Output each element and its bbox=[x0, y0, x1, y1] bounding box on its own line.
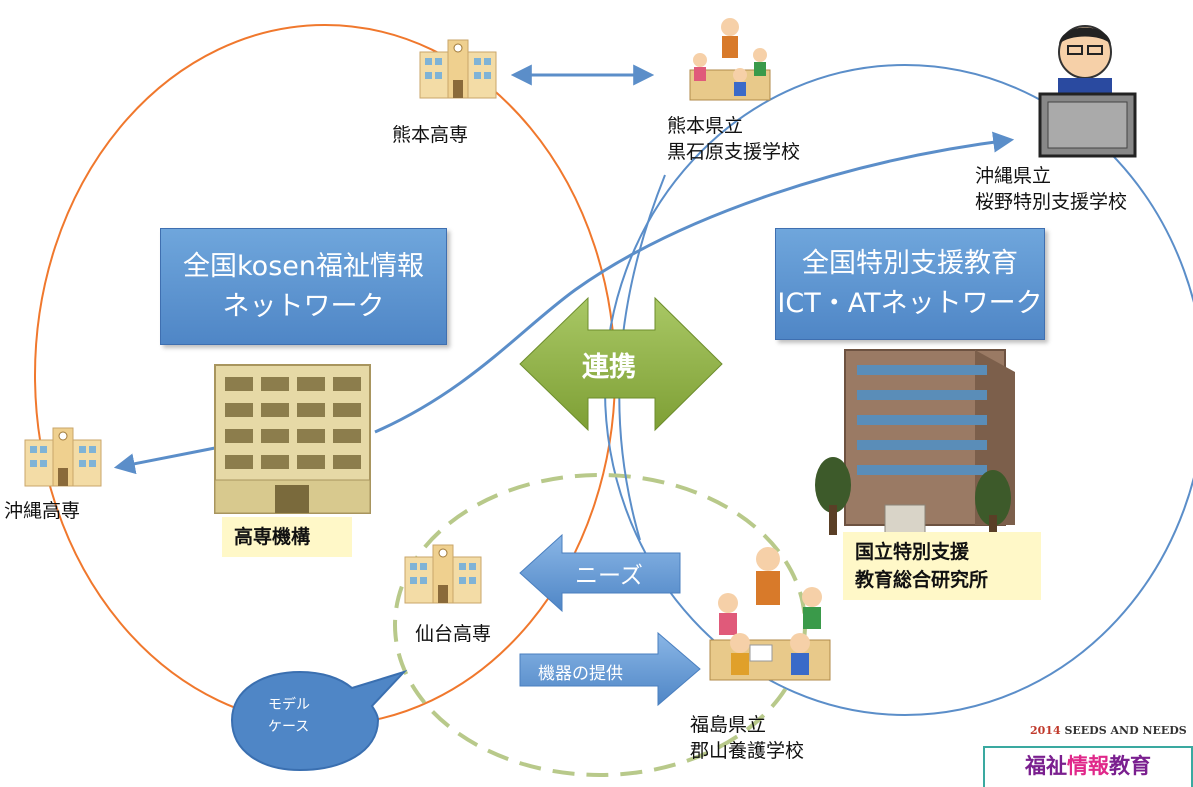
kosen-network-box: 全国kosen福祉情報 ネットワーク bbox=[160, 228, 447, 345]
kosen-org-text: 高専機構 bbox=[234, 526, 311, 548]
okinawa-kosen-icon bbox=[24, 427, 102, 487]
kosen-org-building-icon bbox=[214, 364, 371, 514]
nise-line2: 教育総合研究所 bbox=[855, 569, 989, 591]
badge-title: SEEDS AND NEEDS bbox=[1060, 724, 1187, 737]
badge-year: 2014 bbox=[1030, 724, 1061, 737]
kumamoto-kosen-label: 熊本高専 bbox=[392, 124, 469, 146]
sendai-kosen-label: 仙台高専 bbox=[415, 623, 492, 645]
support-network-line2: ICT・ATネットワーク bbox=[777, 288, 1043, 319]
badge-word1: 福祉 bbox=[1025, 754, 1067, 778]
kurokami-line1: 熊本県立 bbox=[667, 115, 744, 137]
kurokami-line2: 黒石原支援学校 bbox=[667, 141, 801, 163]
kurokami-label: 熊本県立 黒石原支援学校 bbox=[667, 113, 800, 165]
support-network-line1: 全国特別支援教育 bbox=[802, 248, 1018, 279]
koriyama-line1: 福島県立 bbox=[690, 714, 767, 736]
collaboration-arrow bbox=[519, 296, 723, 432]
nise-line1: 国立特別支援 bbox=[855, 541, 970, 563]
koriyama-classroom-icon bbox=[709, 547, 831, 681]
nise-building-icon bbox=[815, 349, 1015, 537]
sakurano-line1: 沖縄県立 bbox=[975, 165, 1052, 187]
seeds-needs-badge-header: 2014 SEEDS AND NEEDS bbox=[1030, 724, 1187, 737]
sakurano-label: 沖縄県立 桜野特別支援学校 bbox=[975, 163, 1127, 215]
kumamoto-kosen-icon bbox=[419, 39, 497, 99]
okinawa-link-curve bbox=[374, 131, 1015, 434]
collaboration-label: 連携 bbox=[582, 352, 636, 383]
sakurano-line2: 桜野特別支援学校 bbox=[975, 191, 1128, 213]
kurokami-classroom-icon bbox=[689, 18, 771, 101]
kosen-network-line1: 全国kosen福祉情報 bbox=[183, 250, 424, 282]
needs-arrow bbox=[519, 533, 681, 613]
supply-label: 機器の提供 bbox=[538, 664, 623, 684]
model-case-line1: モデル bbox=[268, 697, 310, 713]
badge-word2: 情報 bbox=[1067, 754, 1109, 778]
kosen-org-label: 高専機構 bbox=[222, 517, 352, 557]
kosen-network-line2: ネットワーク bbox=[222, 290, 385, 322]
support-network-box: 全国特別支援教育 ICT・ATネットワーク bbox=[775, 228, 1045, 340]
nise-label: 国立特別支援 教育総合研究所 bbox=[843, 532, 1041, 600]
koriyama-line2: 郡山養護学校 bbox=[690, 740, 805, 762]
model-case-bubble bbox=[230, 669, 408, 772]
badge-word3: 教育 bbox=[1109, 754, 1151, 778]
koriyama-label: 福島県立 郡山養護学校 bbox=[690, 712, 804, 764]
supply-arrow bbox=[519, 631, 701, 707]
needs-label: ニーズ bbox=[575, 563, 643, 589]
okinawa-kosen-label: 沖縄高専 bbox=[4, 500, 81, 522]
model-case-line2: ケース bbox=[268, 719, 310, 735]
sakurano-teacher-icon bbox=[1038, 25, 1137, 158]
okinawa-kosen-link-arrow bbox=[113, 446, 216, 475]
sendai-kosen-icon bbox=[404, 544, 482, 604]
welfare-info-education-badge: 福祉情報教育 bbox=[983, 746, 1193, 787]
